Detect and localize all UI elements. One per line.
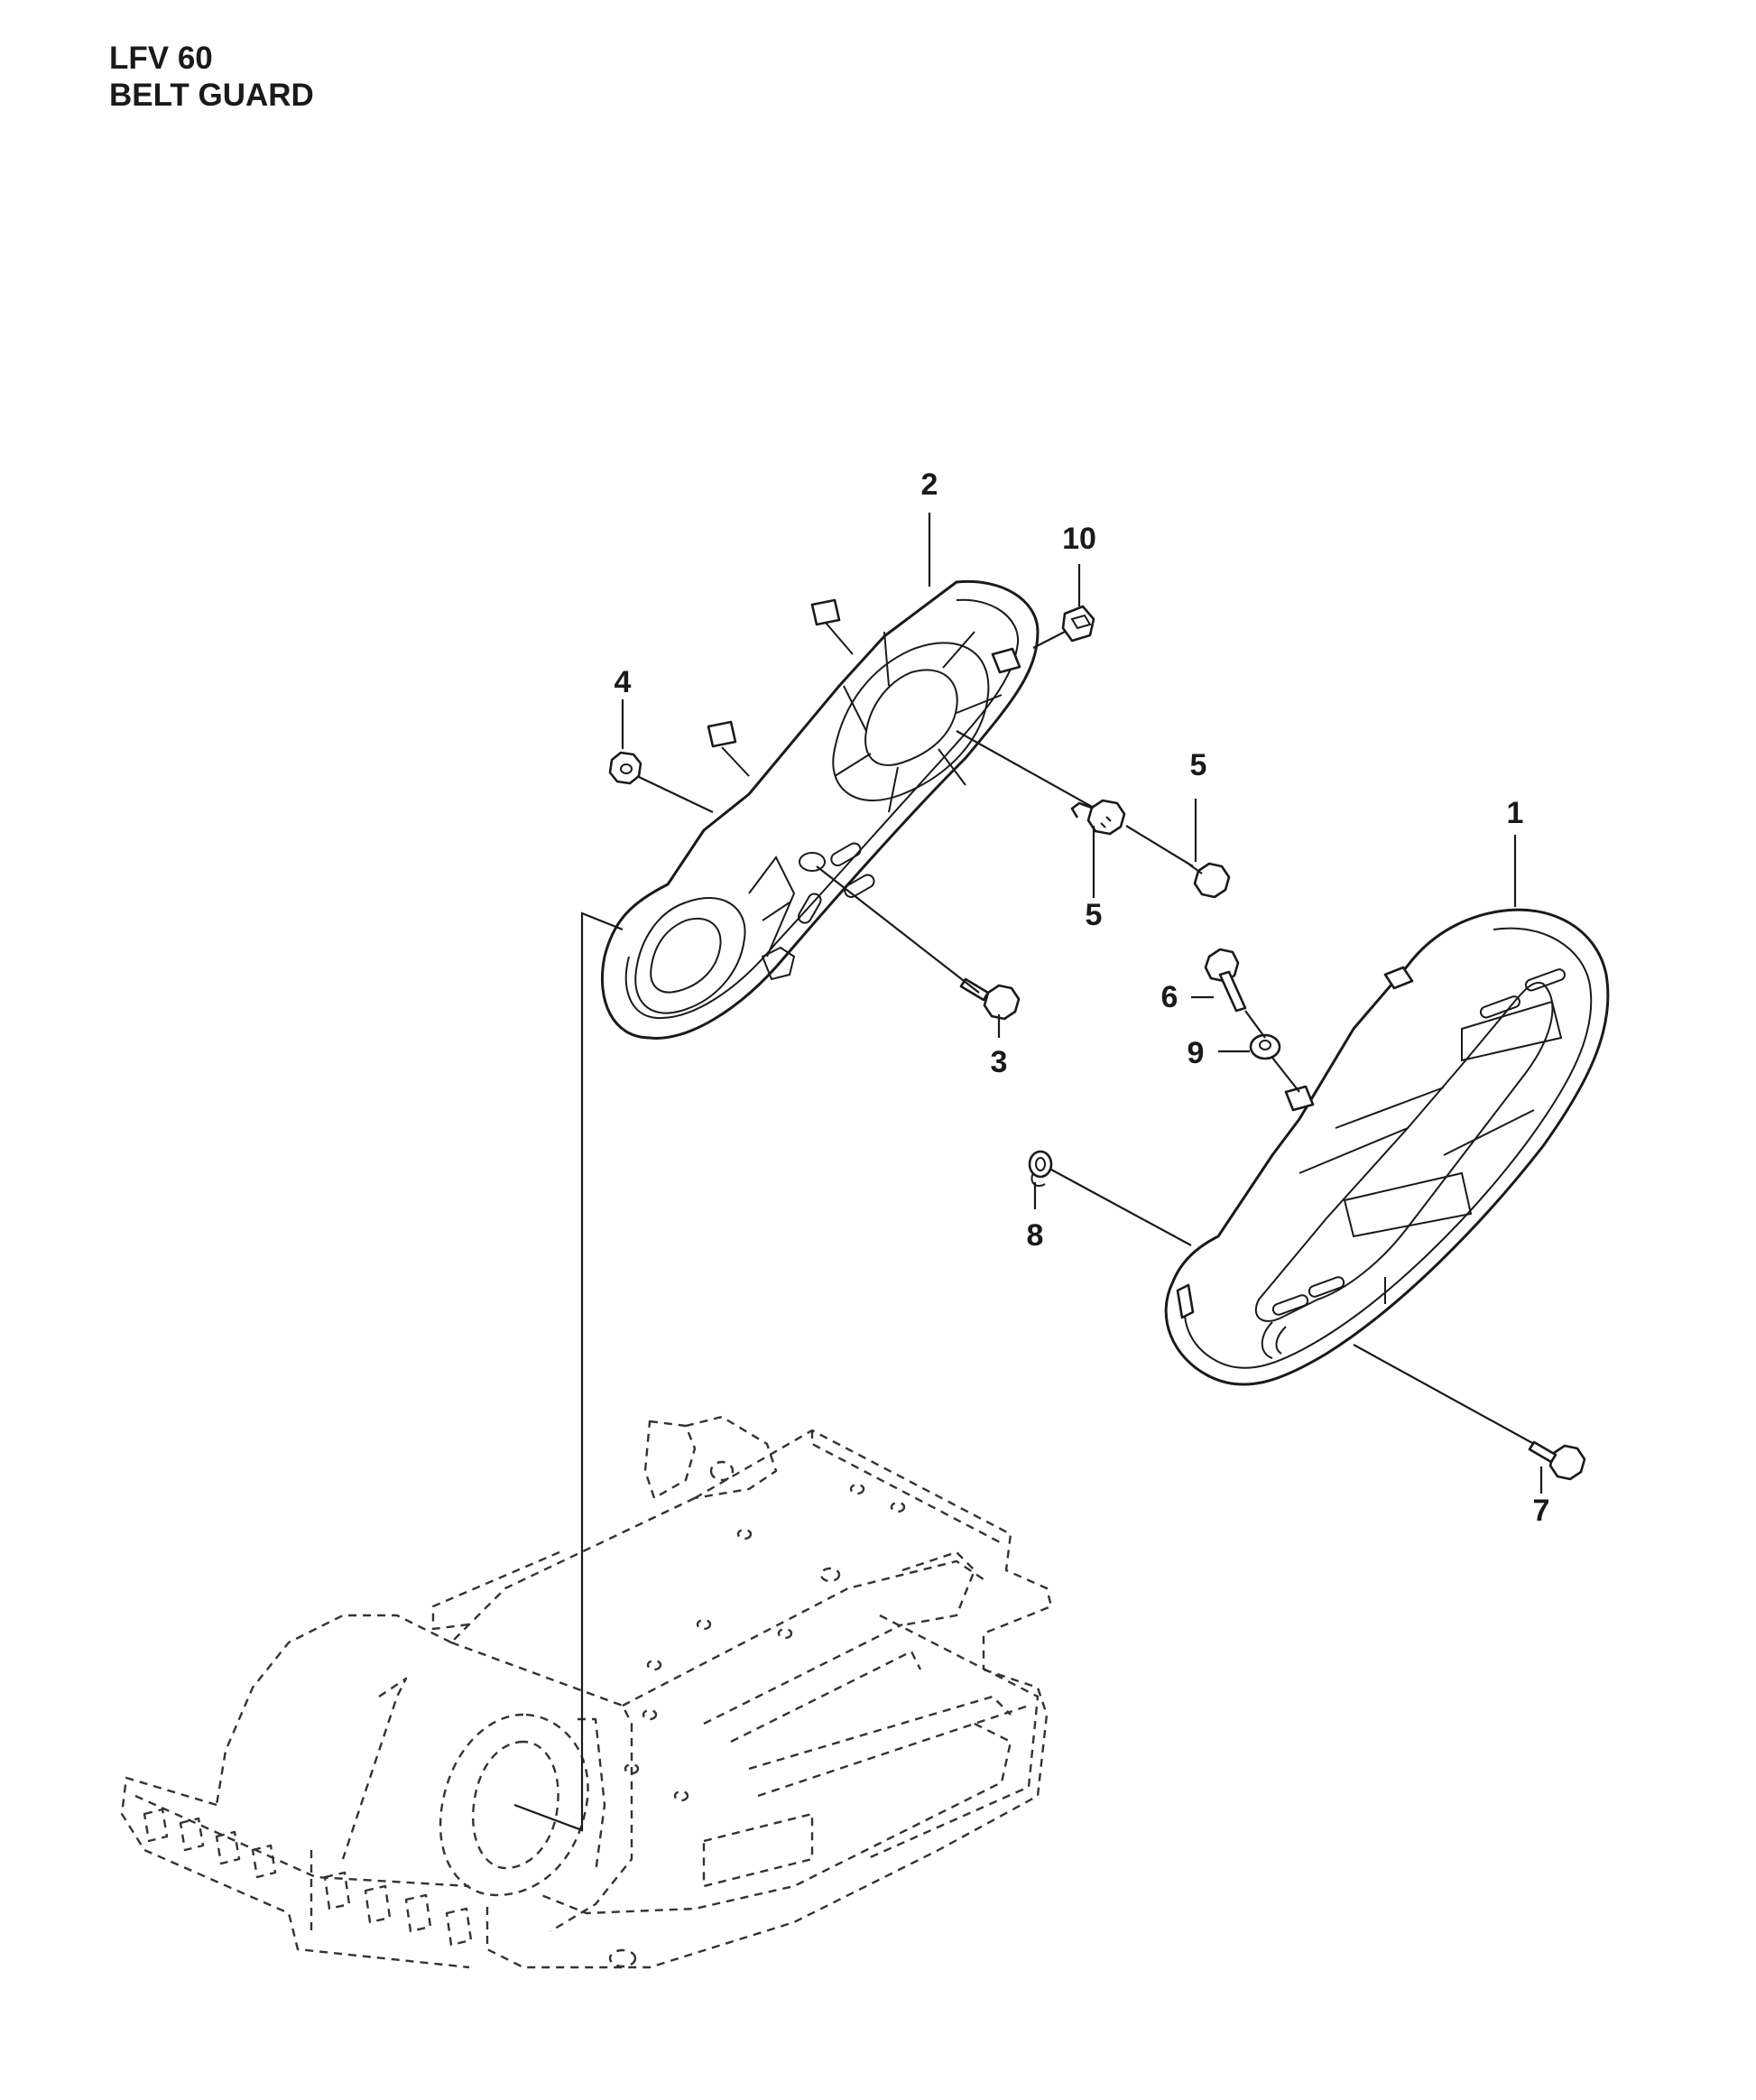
callout-6: 6 — [1161, 980, 1178, 1014]
bolt-part-3 — [959, 977, 1021, 1021]
model-title: LFV 60 — [109, 41, 213, 76]
bolt-part-6 — [1204, 948, 1247, 1013]
callout-1: 1 — [1507, 796, 1524, 830]
clip-nut-part-10 — [1061, 605, 1095, 643]
nut-part-4 — [608, 751, 642, 785]
inner-belt-guard-part-2 — [600, 579, 1040, 1040]
callout-2: 2 — [921, 467, 938, 502]
callout-8: 8 — [1027, 1218, 1044, 1253]
bolt-part-5-upper — [1070, 799, 1126, 836]
leader-lines — [513, 513, 1543, 1832]
hardware — [608, 605, 1586, 1481]
machine-frame-ghost — [120, 1415, 1053, 1969]
callout-labels: 2 10 4 5 5 1 3 6 9 8 7 — [615, 467, 1550, 1528]
bolt-part-5-lower — [1188, 862, 1231, 899]
outer-belt-guard-part-1 — [1164, 908, 1610, 1386]
callout-4: 4 — [615, 665, 632, 699]
callout-5-upper: 5 — [1190, 748, 1207, 782]
callout-10: 10 — [1062, 522, 1096, 556]
bolt-part-7 — [1528, 1440, 1586, 1481]
callout-9: 9 — [1188, 1036, 1205, 1070]
callout-7: 7 — [1533, 1494, 1550, 1528]
washer-part-9 — [1249, 1033, 1281, 1060]
callout-5-lower: 5 — [1086, 898, 1103, 932]
section-title: BELT GUARD — [109, 78, 314, 113]
ring-part-8 — [1028, 1150, 1053, 1188]
callout-3: 3 — [991, 1045, 1008, 1079]
page-header: LFV 60 BELT GUARD — [109, 40, 314, 114]
